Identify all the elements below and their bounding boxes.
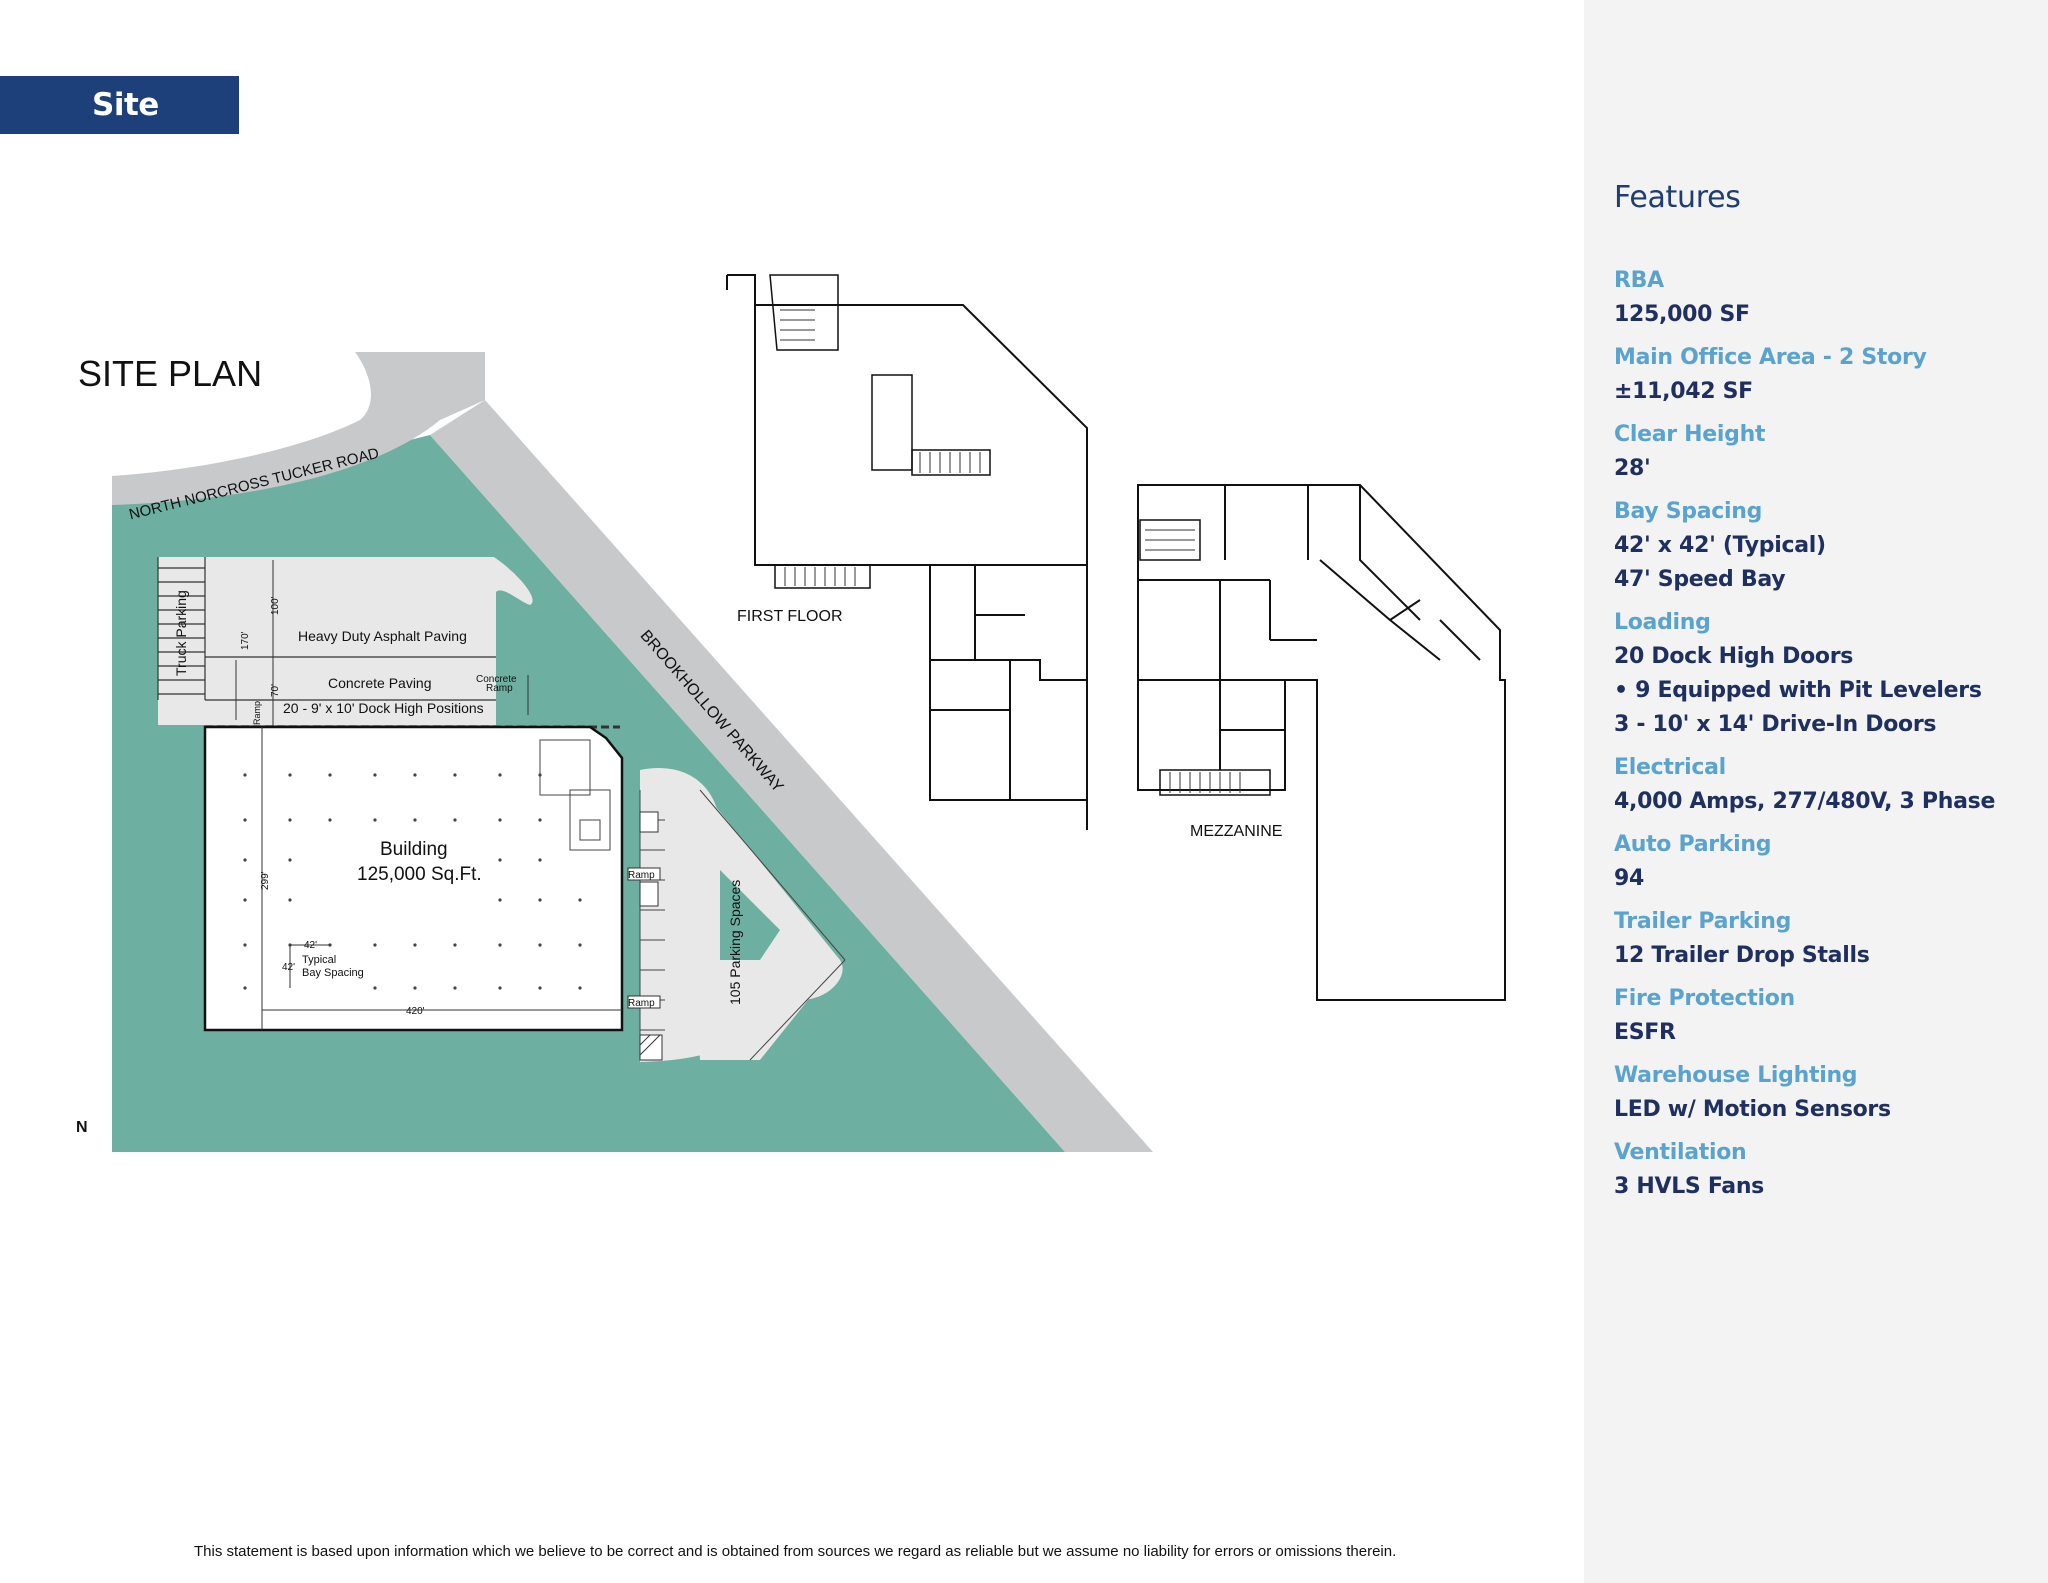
feature-loading: Loading 20 Dock High Doors • 9 Equipped … — [1614, 606, 2034, 742]
feature-value: 42' x 42' (Typical) — [1614, 533, 1826, 558]
feature-warehouse-lighting: Warehouse Lighting LED w/ Motion Sensors — [1614, 1059, 2034, 1127]
feature-value: • 9 Equipped with Pit Levelers — [1614, 678, 1982, 703]
feature-label: Auto Parking — [1614, 832, 1772, 857]
feature-label: Main Office Area - 2 Story — [1614, 345, 1927, 370]
feature-value: ESFR — [1614, 1020, 1676, 1045]
feature-rba: RBA 125,000 SF — [1614, 264, 2034, 332]
site-plan-tab[interactable]: Site Plan — [0, 76, 239, 181]
feature-main-office: Main Office Area - 2 Story ±11,042 SF — [1614, 341, 2034, 409]
north-arrow-icon: N — [76, 1119, 88, 1136]
concrete-ramp-label-2: Ramp — [486, 683, 513, 694]
features-list: RBA 125,000 SF Main Office Area - 2 Stor… — [1614, 264, 2034, 1213]
feature-label: Clear Height — [1614, 422, 1766, 447]
brookhollow-parkway-road — [430, 400, 1153, 1152]
dim-42-horizontal: 42' — [304, 940, 317, 951]
dim-100: 100' — [270, 596, 281, 615]
site-plan-heading: SITE PLAN — [78, 353, 262, 394]
feature-value: 28' — [1614, 456, 1651, 481]
feature-label: Ventilation — [1614, 1140, 1747, 1165]
feature-value: 47' Speed Bay — [1614, 567, 1786, 592]
features-title: Features — [1614, 180, 1741, 215]
building-area-label: 125,000 Sq.Ft. — [357, 864, 482, 885]
feature-value: 125,000 SF — [1614, 302, 1750, 327]
dim-70: 70' — [270, 684, 281, 697]
feature-label: Warehouse Lighting — [1614, 1063, 1858, 1088]
feature-electrical: Electrical 4,000 Amps, 277/480V, 3 Phase — [1614, 751, 2034, 819]
feature-value: 20 Dock High Doors — [1614, 644, 1854, 669]
feature-label: Electrical — [1614, 755, 1726, 780]
feature-value: 3 HVLS Fans — [1614, 1174, 1764, 1199]
features-sidebar: Features RBA 125,000 SF Main Office Area… — [1584, 0, 2048, 1583]
mezzanine-plan — [1137, 484, 1506, 1001]
feature-clear-height: Clear Height 28' — [1614, 418, 2034, 486]
feature-bay-spacing: Bay Spacing 42' x 42' (Typical) 47' Spee… — [1614, 495, 2034, 597]
building-footprint — [203, 725, 624, 1032]
bay-spacing-label: Bay Spacing — [302, 967, 364, 979]
building-label: Building — [380, 839, 448, 860]
feature-value: 3 - 10' x 14' Drive-In Doors — [1614, 712, 1937, 737]
feature-ventilation: Ventilation 3 HVLS Fans — [1614, 1136, 2034, 1204]
heavy-paving-label: Heavy Duty Asphalt Paving — [298, 628, 467, 644]
feature-auto-parking: Auto Parking 94 — [1614, 828, 2034, 896]
typical-label: Typical — [302, 954, 336, 966]
feature-label: Trailer Parking — [1614, 909, 1792, 934]
dock-positions-label: 20 - 9' x 10' Dock High Positions — [283, 700, 484, 716]
first-floor-plan — [726, 274, 1088, 830]
feature-label: Loading — [1614, 610, 1711, 635]
ramp-label-3: Ramp — [252, 701, 262, 725]
feature-trailer-parking: Trailer Parking 12 Trailer Drop Stalls — [1614, 905, 2034, 973]
feature-value: 94 — [1614, 866, 1645, 891]
dim-299: 299' — [260, 871, 271, 890]
dim-170: 170' — [240, 631, 251, 650]
feature-label: Fire Protection — [1614, 986, 1795, 1011]
dim-420: 420' — [406, 1006, 425, 1017]
feature-fire-protection: Fire Protection ESFR — [1614, 982, 2034, 1050]
parking-spaces-label: 105 Parking Spaces — [727, 880, 743, 1005]
feature-label: Bay Spacing — [1614, 499, 1763, 524]
mezzanine-label: MEZZANINE — [1190, 823, 1282, 840]
concrete-paving-label: Concrete Paving — [328, 675, 432, 691]
feature-value: LED w/ Motion Sensors — [1614, 1097, 1891, 1122]
north-road — [112, 352, 485, 505]
feature-value: 12 Trailer Drop Stalls — [1614, 943, 1870, 968]
feature-value: 4,000 Amps, 277/480V, 3 Phase — [1614, 789, 1996, 814]
feature-value: ±11,042 SF — [1614, 379, 1753, 404]
feature-label: RBA — [1614, 268, 1664, 293]
ramp-label-1: Ramp — [628, 870, 655, 881]
ramp-label-2: Ramp — [628, 998, 655, 1009]
concrete-ramp-label-1: Concrete — [476, 674, 517, 685]
truck-parking-label: Truck Parking — [173, 590, 189, 676]
site-plan-drawing: SITE PLAN NORTH NORCROSS TUCKER ROAD BRO… — [76, 274, 1506, 1152]
dim-42-vertical: 42' — [282, 962, 295, 973]
paving-lot — [158, 557, 533, 725]
first-floor-label: FIRST FLOOR — [737, 608, 843, 625]
disclaimer-text: This statement is based upon information… — [194, 1543, 1397, 1560]
